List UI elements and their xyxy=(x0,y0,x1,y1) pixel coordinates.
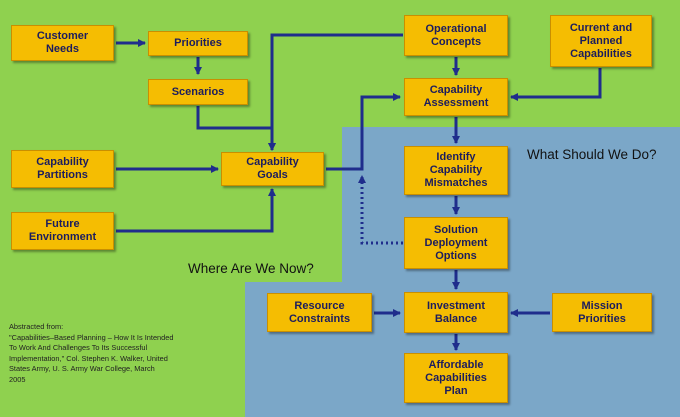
box-capability-partitions: Capability Partitions xyxy=(11,150,114,188)
label-what-should-we-do: What Should We Do? xyxy=(527,147,657,162)
box-investment-balance: Investment Balance xyxy=(404,292,508,333)
box-resource-constraints: Resource Constraints xyxy=(267,293,372,332)
blue-region xyxy=(245,127,680,417)
box-affordable-capabilities-plan: Affordable Capabilities Plan xyxy=(404,353,508,403)
box-scenarios: Scenarios xyxy=(148,79,248,105)
box-operational-concepts: Operational Concepts xyxy=(404,15,508,56)
label-where-are-we-now: Where Are We Now? xyxy=(188,261,314,276)
box-mission-priorities: Mission Priorities xyxy=(552,293,652,332)
box-priorities: Priorities xyxy=(148,31,248,56)
box-identify-mismatches: Identify Capability Mismatches xyxy=(404,146,508,195)
source-citation: Abstracted from: "Capabilities–Based Pla… xyxy=(9,322,174,384)
box-future-environment: Future Environment xyxy=(11,212,114,250)
box-customer-needs: Customer Needs xyxy=(11,25,114,61)
box-capability-assessment: Capability Assessment xyxy=(404,78,508,116)
box-current-planned-capabilities: Current and Planned Capabilities xyxy=(550,15,652,67)
box-solution-deployment-options: Solution Deployment Options xyxy=(404,217,508,269)
box-capability-goals: Capability Goals xyxy=(221,152,324,186)
